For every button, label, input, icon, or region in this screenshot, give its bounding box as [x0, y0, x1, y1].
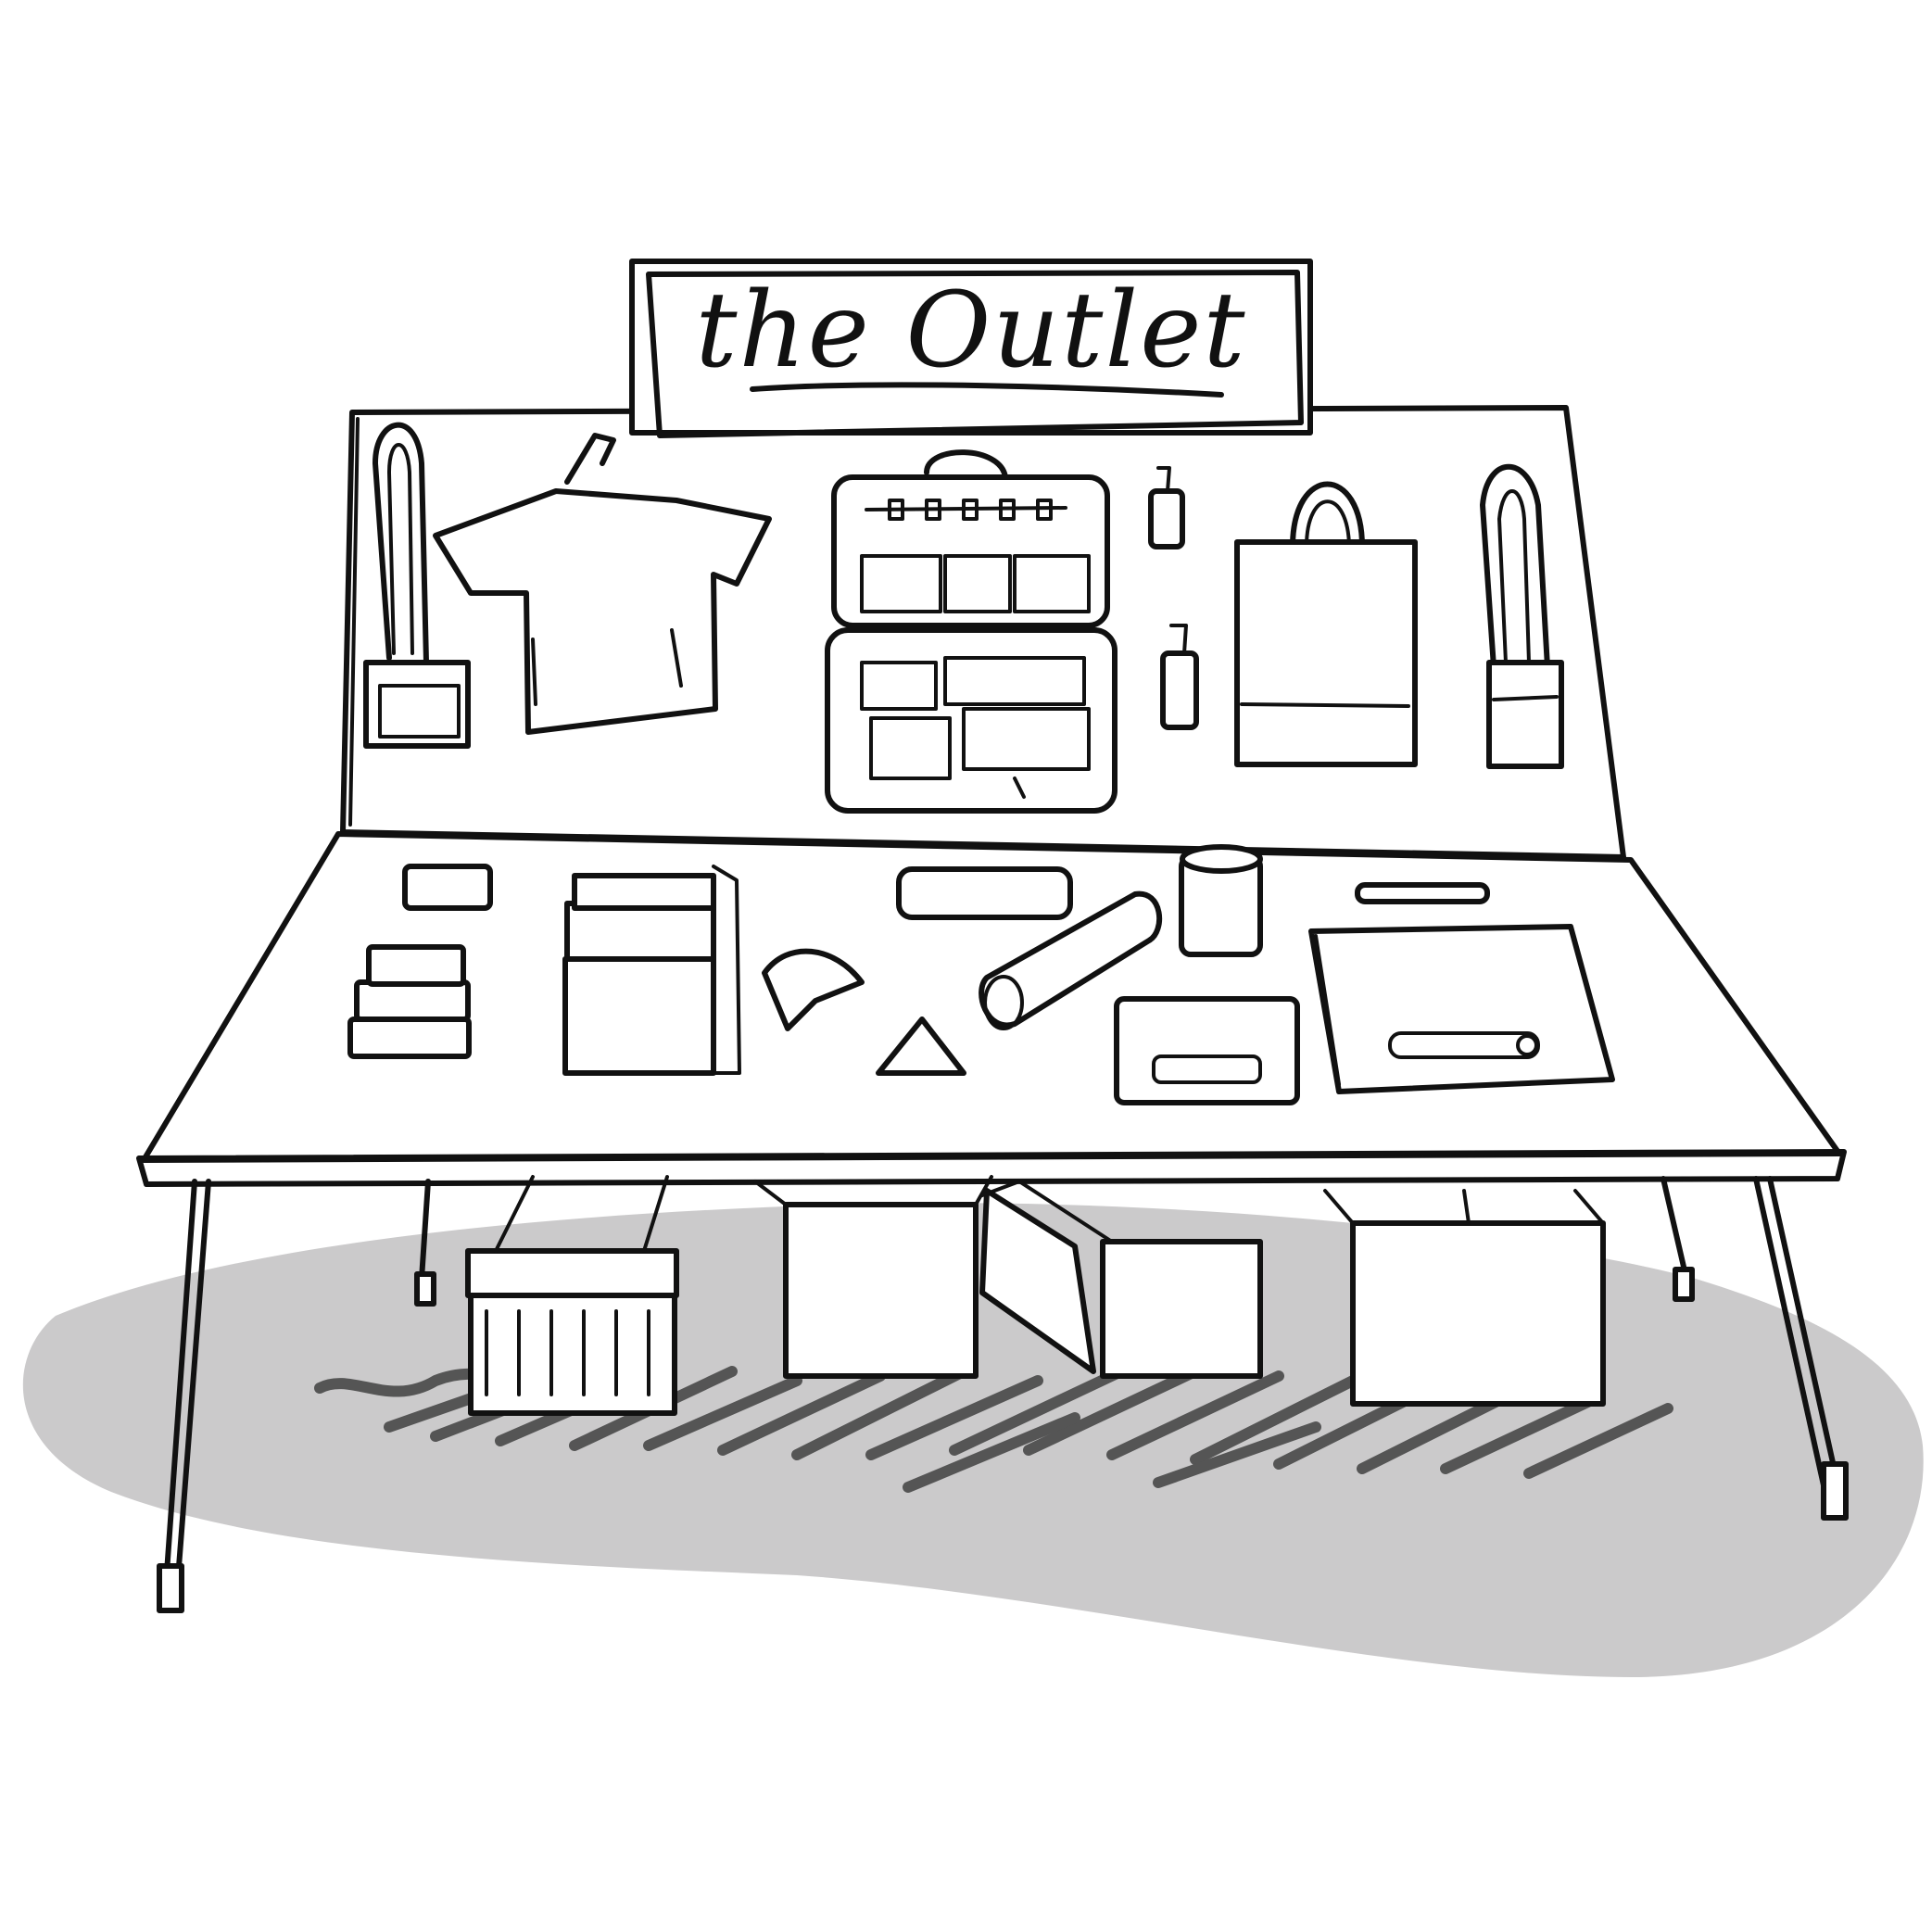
hanging-shoulder-bag-right: [1480, 463, 1564, 769]
open-box-right: [1323, 1189, 1606, 1407]
under-table-storage: [465, 1175, 1606, 1416]
zipper-pulls: [888, 499, 1053, 521]
wallet: [402, 864, 493, 911]
folded-cap: [762, 948, 865, 1031]
hanging-tshirt: [433, 433, 772, 735]
hanging-tote-bag: [1234, 481, 1418, 767]
slanted-box-center: [979, 1180, 1263, 1379]
shoe-box-stack: [562, 865, 741, 1076]
hanging-bottle-tags: [1148, 466, 1199, 730]
store-sign: the Outlet: [629, 259, 1313, 438]
hanging-backpack: [825, 449, 1118, 814]
stacked-books-left: [347, 944, 472, 1059]
table-legs: [157, 1176, 1849, 1613]
table-items: [347, 844, 1615, 1105]
small-strap: [1355, 882, 1490, 904]
rolled-case: [979, 890, 1163, 1030]
slatted-basket: [465, 1175, 679, 1416]
open-box-center-left: [753, 1175, 993, 1379]
pencil-case: [896, 866, 1073, 920]
laptop-sleeve-large: [1308, 924, 1615, 1094]
store-sign-text: the Outlet: [695, 271, 1246, 391]
triangle-pouch: [876, 1017, 966, 1076]
laptop-sleeve-small: [1114, 996, 1300, 1105]
mug: [1179, 844, 1263, 957]
hanging-shoulder-bag-left: [363, 422, 471, 749]
